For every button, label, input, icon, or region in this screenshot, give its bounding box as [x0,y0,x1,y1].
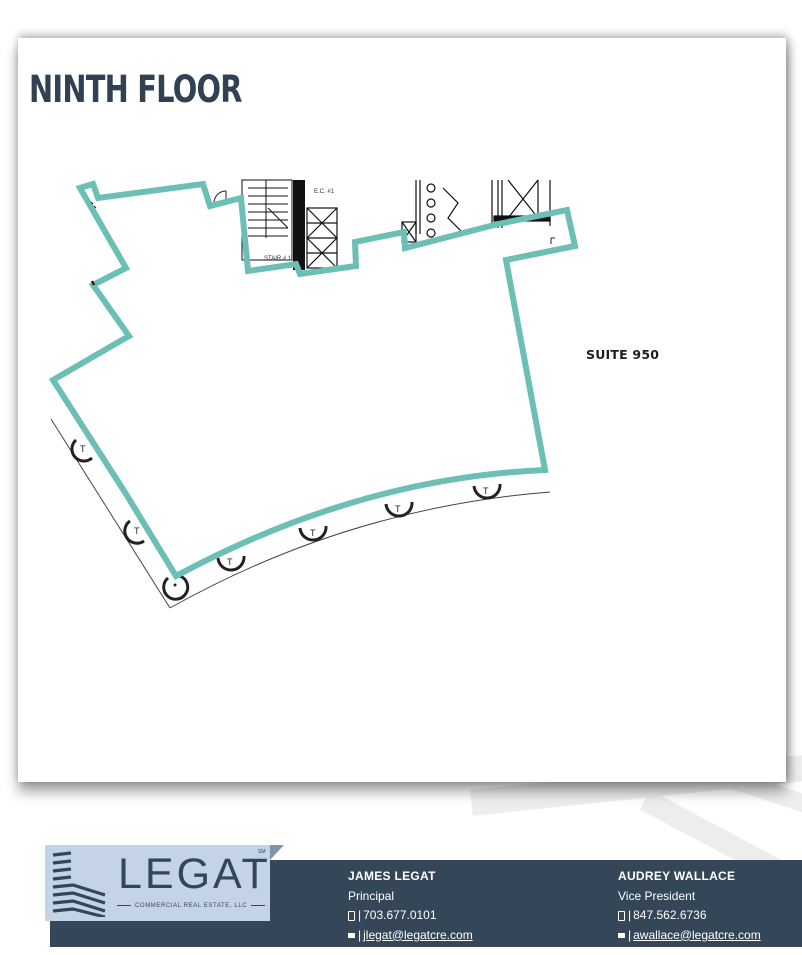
separator: | [628,927,632,942]
mobile-phone-icon [348,910,355,921]
separator: | [358,908,362,922]
envelope-icon [618,932,625,938]
floor-plan-sheet: NINTH FLOOR T T T T T T [18,38,786,782]
contact-name: JAMES LEGAT [348,869,436,883]
mobile-phone-icon [618,910,625,921]
building-logo-icon [52,851,106,917]
stair-label: STAIR # 1 [264,256,292,262]
door-swing-icon [213,190,227,204]
column-glyphs: T T T T T T [80,444,489,587]
separator: | [358,927,362,942]
company-logo: LEGAT SM COMMERCIAL REAL ESTATE, LLC [45,845,270,921]
svg-text:T: T [80,444,86,454]
column-icons [70,438,502,601]
contact-email-link[interactable]: awallace@legatcre.com [633,927,761,942]
exterior-wall [50,418,551,609]
suite-outline [48,180,579,580]
logo-service-mark: SM [258,849,266,855]
logo-tagline: COMMERCIAL REAL ESTATE, LLC [113,903,269,909]
elevator-label: E.C. #1 [314,189,335,195]
logo-fold [270,845,284,860]
separator: | [628,908,632,922]
shaft-wall [293,180,305,270]
svg-text:T: T [310,528,316,538]
floor-plan-drawing: T T T T T T STAIR # 1 E.C. #1 [48,179,579,609]
stair-core [241,179,293,261]
svg-text:T: T [483,486,489,496]
contact-email-link[interactable]: jlegat@legatcre.com [363,927,473,942]
restroom-fixtures [401,180,464,243]
plan-ticks [90,201,555,286]
contact-name: AUDREY WALLACE [618,869,736,883]
svg-text:T: T [227,557,233,567]
contact-role: Vice President [618,888,696,903]
contact-role: Principal [348,888,395,903]
elevator-core [306,207,338,269]
contact-phone[interactable]: 703.677.0101 [363,908,437,922]
page-title: NINTH FLOOR [29,68,242,111]
contact-card-audrey-wallace: AUDREY WALLACE Vice President | 847.562.… [618,867,761,945]
svg-text:T: T [134,526,140,536]
envelope-icon [348,932,355,938]
contact-card-james-legat: JAMES LEGAT Principal | 703.677.0101 | j… [348,867,473,945]
svg-text:T: T [395,504,401,514]
suite-label: SUITE 950 [586,347,660,362]
contact-phone[interactable]: 847.562.6736 [633,908,707,922]
logo-wordmark: LEGAT [118,850,271,898]
